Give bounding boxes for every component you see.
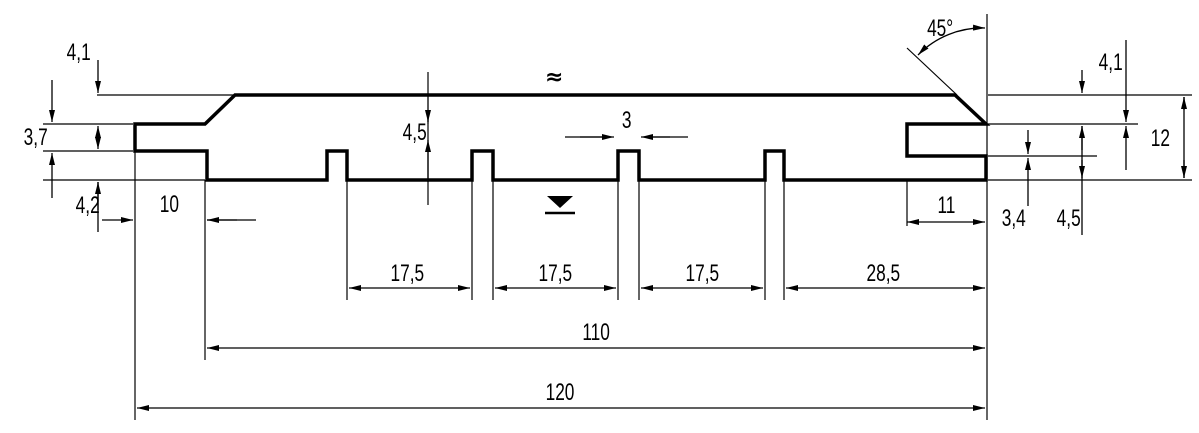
- dim-width-120: 120: [546, 379, 575, 405]
- surface-marker-icon: [545, 196, 575, 215]
- dimension-labels: 45° 4,1 3,7 4,2 10 4,5 3 4,1 12 3,4 4,5 …: [24, 15, 1170, 405]
- dim-right-top-4-1: 4,1: [1099, 49, 1123, 75]
- dim-right-11: 11: [937, 192, 955, 218]
- dim-left-10: 10: [160, 191, 179, 217]
- dim-left-4-2: 4,2: [76, 192, 100, 218]
- dim-gap-2: 17,5: [539, 260, 573, 286]
- dim-gap-1: 17,5: [391, 260, 425, 286]
- board-profile-outline: [133, 93, 991, 182]
- dim-left-3-7: 3,7: [24, 124, 48, 150]
- dim-3: 3: [622, 107, 632, 133]
- dim-right-3-4: 3,4: [1002, 205, 1026, 231]
- dim-angle-45: 45°: [927, 15, 953, 41]
- approx-symbol: ≈: [545, 65, 563, 90]
- dimension-lines: [49, 24, 1187, 411]
- dim-right-4-5: 4,5: [1057, 205, 1081, 231]
- dim-right-12: 12: [1151, 125, 1170, 151]
- dim-center-4-5: 4,5: [403, 119, 427, 145]
- dim-width-110: 110: [582, 319, 610, 345]
- dim-top-left-4-1: 4,1: [67, 39, 91, 65]
- extension-lines: [43, 14, 1192, 420]
- dim-gap-3: 17,5: [686, 260, 720, 286]
- dim-gap-4: 28,5: [867, 260, 901, 286]
